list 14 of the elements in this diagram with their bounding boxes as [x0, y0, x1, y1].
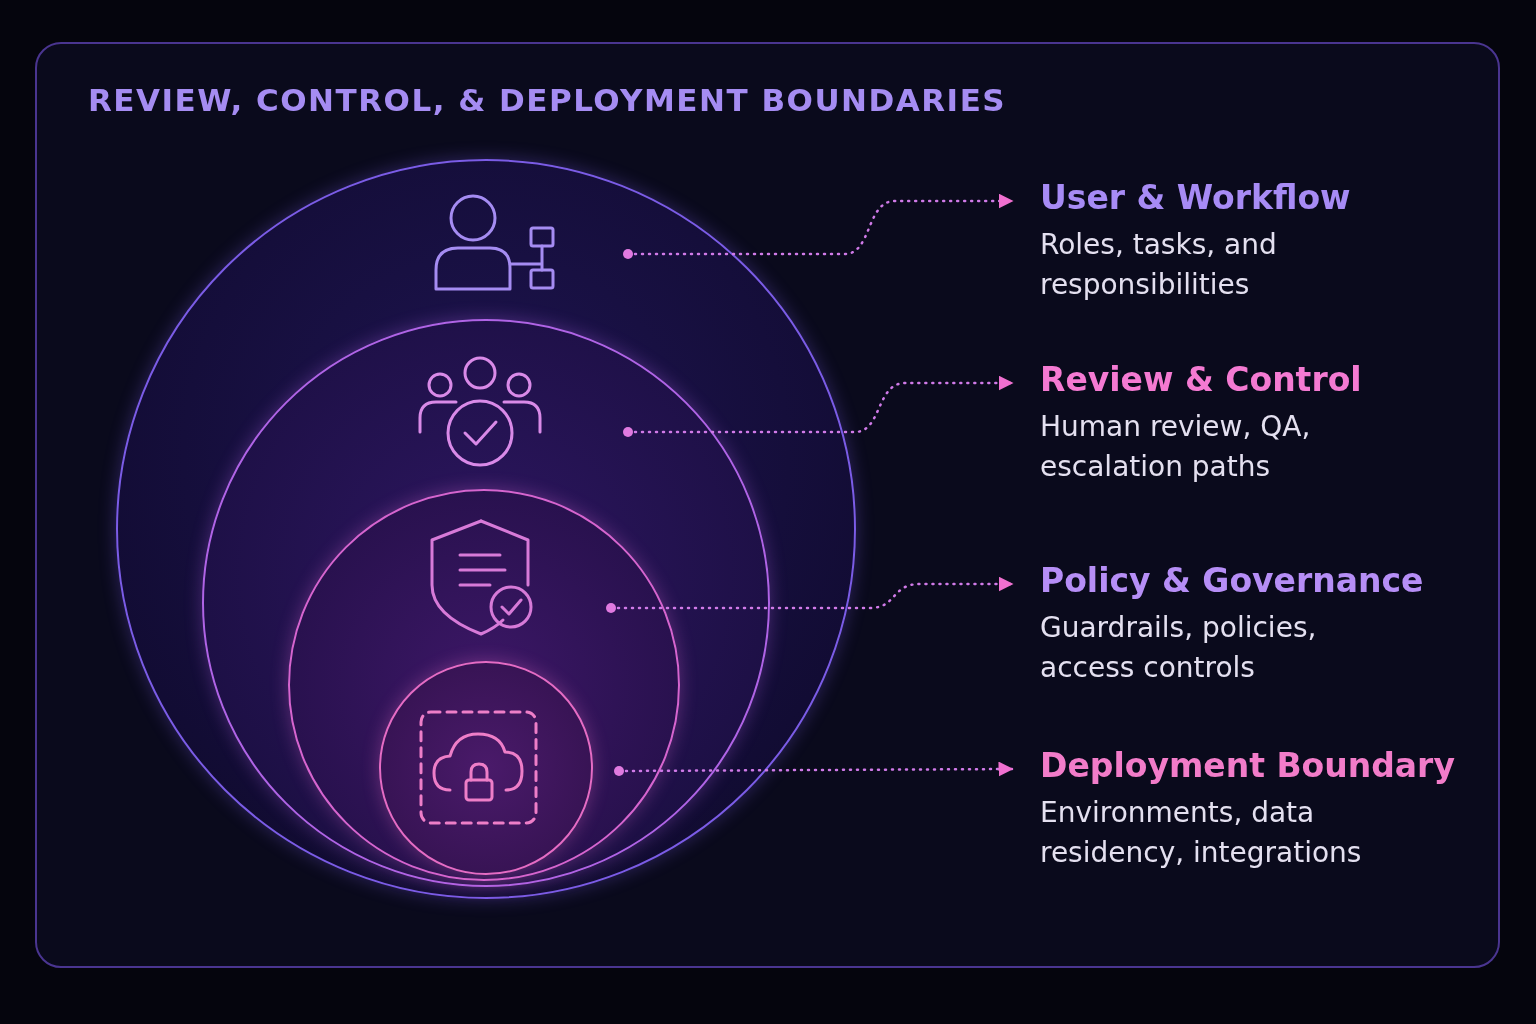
layer-description: Roles, tasks, and responsibilities [1040, 227, 1278, 303]
leader-arrow [606, 576, 1014, 613]
layer-heading: Policy & Governance [1040, 561, 1424, 600]
layer-description: Human review, QA, escalation paths [1040, 409, 1312, 485]
layer-heading: Deployment Boundary [1040, 746, 1455, 785]
leader-arrow [614, 761, 1014, 777]
layer-description: Environments, data residency, integrations [1040, 795, 1363, 871]
layer-description: Guardrails, policies, access controls [1040, 610, 1318, 686]
leader-arrow [623, 193, 1014, 259]
layer-circle [379, 661, 593, 875]
layer-heading: Review & Control [1040, 360, 1363, 399]
diagram-title: REVIEW, CONTROL, & DEPLOYMENT BOUNDARIES [88, 82, 1007, 118]
layer-heading: User & Workflow [1040, 178, 1352, 217]
leader-arrow [623, 375, 1014, 437]
